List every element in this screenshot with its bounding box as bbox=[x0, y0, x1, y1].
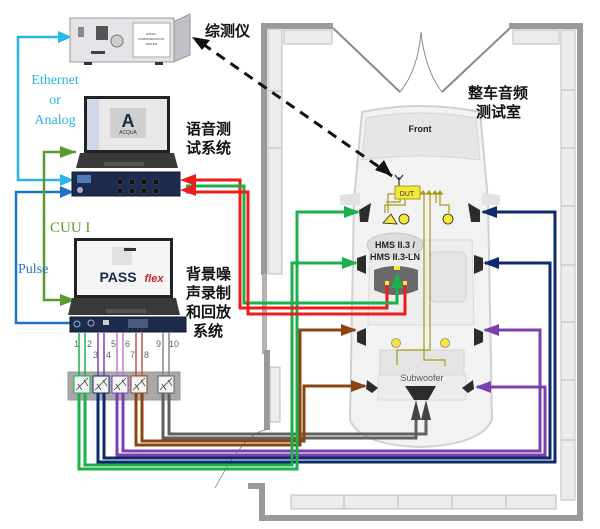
microphone-icon bbox=[382, 213, 398, 225]
svg-text:TESTER: TESTER bbox=[145, 42, 158, 46]
arrow-head bbox=[375, 160, 392, 176]
microphone-icon bbox=[391, 338, 401, 348]
microphone-icon bbox=[398, 213, 410, 225]
speaker-door-right bbox=[474, 255, 483, 274]
svg-text:5: 5 bbox=[111, 339, 116, 349]
arrow-head bbox=[60, 146, 76, 158]
svg-text:6: 6 bbox=[125, 339, 130, 349]
dut-box bbox=[394, 185, 421, 200]
ethernet-label: Ethernet bbox=[31, 73, 79, 88]
wireless-link bbox=[199, 40, 393, 178]
svg-text:7: 7 bbox=[130, 350, 135, 360]
channel-cables bbox=[78, 333, 170, 376]
room-label-2: 测试室 bbox=[476, 103, 521, 121]
speaker-rear-door-left bbox=[357, 328, 366, 346]
arrow-head bbox=[192, 37, 210, 50]
speaker-door-left bbox=[357, 255, 366, 274]
flex-label: flex bbox=[145, 273, 165, 285]
svg-text:10: 10 bbox=[169, 339, 179, 349]
acqua-label: ACQUA bbox=[119, 130, 137, 136]
room-label-1: 整车音频 bbox=[468, 84, 528, 102]
svg-text:COMMUNICATION: COMMUNICATION bbox=[138, 37, 164, 41]
acqua-laptop: A ACQUA bbox=[76, 96, 178, 168]
speech-system-label-2: 试系统 bbox=[186, 139, 231, 157]
speaker-arrows bbox=[341, 206, 499, 420]
svg-text:9: 9 bbox=[156, 339, 161, 349]
speakers bbox=[357, 203, 483, 400]
svg-text:RADIO: RADIO bbox=[146, 32, 156, 36]
amplifiers bbox=[73, 375, 175, 394]
cuu-label: CUU I bbox=[50, 220, 90, 236]
radio-communication-tester: RADIO COMMUNICATION TESTER bbox=[69, 13, 191, 65]
speaker-rear-door-right bbox=[474, 328, 483, 346]
speaker-front-left bbox=[359, 203, 371, 222]
subwoofer-label: Subwoofer bbox=[400, 373, 443, 383]
analog-label: Analog bbox=[34, 113, 75, 128]
speaker-rear-left bbox=[366, 380, 378, 393]
pass-label: PASS bbox=[99, 269, 136, 285]
subwoofer-speaker bbox=[405, 386, 436, 400]
arrow-head bbox=[60, 294, 76, 306]
speech-system-label-1: 语音测 bbox=[186, 120, 231, 138]
speaker-rear-right bbox=[462, 380, 474, 393]
channel-numbers: 1 2 3 4 5 6 7 8 9 10 bbox=[74, 339, 179, 360]
noise-system-label-2: 声录制 bbox=[185, 284, 231, 302]
acqua-frontend bbox=[71, 171, 181, 197]
svg-text:4: 4 bbox=[106, 350, 111, 360]
arrow-head bbox=[58, 31, 72, 43]
tester-label: 综测仪 bbox=[205, 22, 251, 40]
svg-text:8: 8 bbox=[144, 350, 149, 360]
front-label: Front bbox=[409, 124, 432, 134]
hms-cables bbox=[186, 178, 407, 316]
dut-label: DUT bbox=[400, 191, 415, 198]
hms-label-1: HMS II.3 / bbox=[375, 240, 416, 250]
dut-group: DUT bbox=[382, 174, 454, 366]
hms-label-2: HMS II.3-LN bbox=[370, 252, 420, 262]
arrow-head bbox=[180, 184, 196, 196]
speaker-cables bbox=[77, 210, 557, 471]
arrow-head bbox=[60, 174, 74, 186]
arrow-head bbox=[391, 272, 403, 288]
svg-text:2: 2 bbox=[87, 339, 92, 349]
microphone-icon bbox=[440, 338, 450, 348]
arrow-head bbox=[180, 174, 196, 186]
noise-system-label-4: 系统 bbox=[193, 322, 223, 340]
noise-system-label-3: 和回放 bbox=[186, 303, 232, 321]
microphone-icon bbox=[442, 213, 454, 225]
speaker-front-right bbox=[468, 203, 480, 222]
passflex-frontend bbox=[69, 316, 187, 333]
pulse-label: Pulse bbox=[18, 262, 48, 277]
svg-text:1: 1 bbox=[74, 339, 79, 349]
svg-text:3: 3 bbox=[93, 350, 98, 360]
passflex-laptop: PASS flex bbox=[68, 238, 180, 315]
or-label: or bbox=[49, 93, 61, 108]
arrow-head bbox=[60, 186, 74, 198]
noise-system-label-1: 背景噪 bbox=[186, 265, 232, 283]
acqua-logo: A bbox=[122, 111, 135, 131]
